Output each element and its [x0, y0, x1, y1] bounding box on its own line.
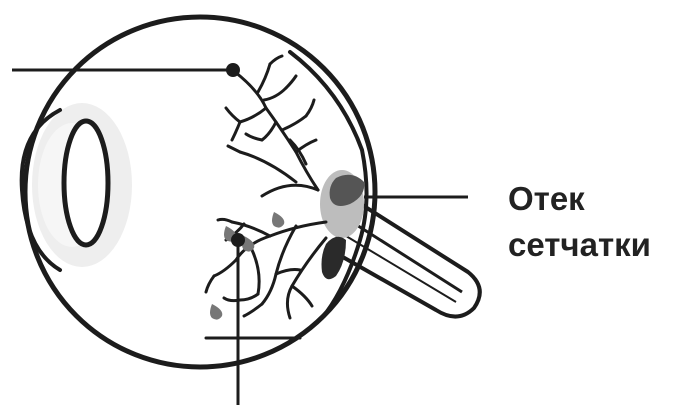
edema-label-line-1: Отек: [508, 182, 585, 215]
upper-retinal-vessels: [226, 56, 318, 196]
droplet-icon: [272, 212, 284, 228]
edema-label-line-2: сетчатки: [508, 228, 651, 261]
lower-retinal-vessels: [206, 219, 326, 318]
pointer-lower: [231, 233, 245, 405]
lens: [64, 121, 108, 245]
fluid-droplets: [210, 212, 284, 320]
pointer-upper: [12, 63, 240, 77]
droplet-icon: [210, 304, 222, 320]
